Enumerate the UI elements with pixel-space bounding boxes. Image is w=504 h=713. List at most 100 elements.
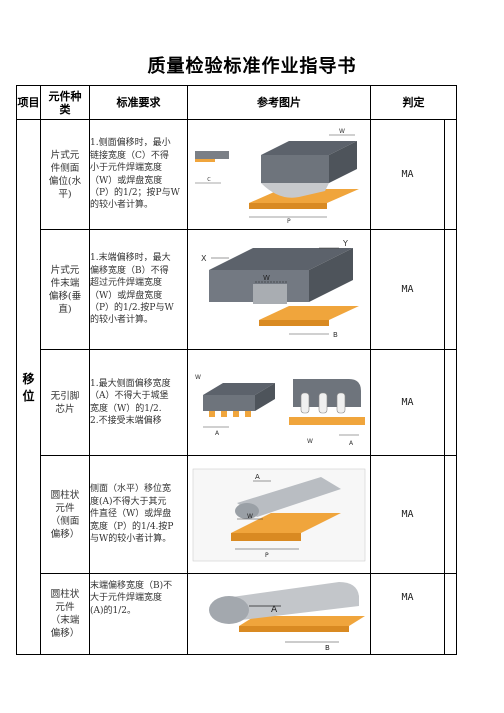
type-line: 偏移(垂 [48,290,82,302]
table-row: 移位 片式元 件侧面 偏位(水 平) 1.侧面偏移时，最小 链接宽度（C）不得 … [16,119,457,655]
requirement-cell: 侧面（水平）移位宽 度(A)不得大于其元 件直径（W）或焊盘 宽度（P）的1/4… [89,455,188,574]
component-type-cell: 圆柱状 元件 （末端 偏移） [40,573,90,655]
req-line: 与W的较小者计算。 [90,534,172,545]
label-b: B [333,331,338,339]
solder-pad [259,305,359,320]
solder-pad [231,512,341,533]
req-line: 1.侧面偏移时，最小 [90,138,171,149]
req-line: 的较小者计算。 [90,200,154,211]
header-component-type-line: 元件种 [48,89,82,103]
header-row: 项目 元件种 类 标准要求 参考图片 判定 [16,85,457,120]
solder-pad-edge [259,319,329,326]
req-line: 度(A)不得大于其元 [90,496,167,507]
reference-image-cell: A B [187,573,371,655]
castellation-pad [245,410,251,417]
verdict-extra-cell [444,573,457,655]
req-line: （P）的1/2；按P与W [90,187,180,198]
type-line: 偏位(水 [48,175,82,187]
type-line: 偏移） [50,628,80,639]
chip-side [309,247,353,302]
req-line: 小于元件焊端宽度 [90,163,163,174]
verdict-extra-cell [444,455,457,574]
type-line: 元件 [55,502,75,514]
label-a: A [215,430,220,437]
verdict-extra-cell [444,119,457,230]
table-row: 圆柱状 元件 （侧面 偏移） 侧面（水平）移位宽 度(A)不得大于其元 件直径（… [17,455,457,574]
type-line: 片式元 [50,264,80,276]
type-line: 平) [58,188,72,200]
header-item: 项目 [16,85,41,120]
castellation-pad [233,410,239,417]
label-p: P [287,218,291,225]
verdict-cell: MA [370,455,445,574]
cylinder-body [225,582,359,622]
solder-pad-edge [249,202,327,209]
type-line: 元件 [55,602,75,613]
req-line: （P）的1/2.按P与W [90,302,174,313]
castellation [336,392,346,413]
header-component-type-line: 类 [59,102,71,116]
req-line: 侧面（水平）移位宽 [90,484,172,495]
chip-front [261,154,329,183]
reference-image-cell: W A A W [187,349,371,456]
requirement-cell: 1.侧面偏移时，最小 链接宽度（C）不得 小于元件焊端宽度 （W）或焊盘宽度 （… [89,119,188,230]
type-line: 偏移） [50,528,80,540]
header-verdict: 判定 [370,85,457,120]
category-cell: 移位 [16,119,41,655]
requirement-cell: 末端偏移宽度（B)不 大于元件焊端宽度 (A)的1/2。 [89,573,188,655]
type-line: 圆柱状 [50,589,80,600]
req-line: 偏移宽度（B）不得 [90,265,169,276]
component-type-cell: 圆柱状 元件 （侧面 偏移） [40,455,90,574]
package-top [203,382,275,395]
reference-image-cell: C W P [187,119,371,230]
verdict-extra-cell [444,229,457,350]
label-x: X [201,254,207,263]
header-standard: 标准要求 [89,85,188,120]
solder-pad-edge [239,626,349,632]
component-type-cell: 无引脚 芯片 [40,349,90,456]
label-p: P [265,552,269,559]
req-line: 1.末端偏移时，最大 [90,253,171,264]
table-row: 片式元 件末端 偏移(垂 直) 1.末端偏移时，最大 偏移宽度（B）不得 超过元… [17,229,457,350]
closeup-pad [289,416,365,425]
castellation-pad [221,410,227,417]
chip-top [261,140,357,155]
verdict-extra-cell [444,349,457,456]
label-y: Y [342,239,348,248]
req-line: (A)的1/2。 [90,605,137,616]
label-w: W [247,513,253,520]
label-w-closeup: W [307,438,313,445]
cylinder-end-offset-illustration: A B [209,582,365,652]
chip-top [209,247,353,270]
verdict-cell: MA [370,119,445,230]
castellation [300,392,310,413]
leadless-chip-illustration: W A A W [195,374,365,447]
req-line: （A）不得大于城堡 [90,391,169,402]
type-line: 件侧面 [50,162,80,174]
req-line: 件直径（W）或焊盘 [90,509,172,520]
cylinder-body [237,476,341,517]
table-row: 无引脚 芯片 1.最大侧面偏移宽度 （A）不得大于城堡 宽度（W）的1/2. 2… [17,349,457,456]
label-a: A [255,473,260,481]
req-line: 2.不接受末端偏移 [90,415,162,426]
end-termination [253,283,287,304]
type-line: 无引脚 [50,390,80,402]
label-a: A [271,605,278,615]
label-w: W [263,274,270,282]
page-title: 质量检验标准作业指导书 [147,56,357,77]
type-line: 直) [58,303,72,315]
component-type-cell: 片式元 件末端 偏移(垂 直) [40,229,90,350]
type-line: 片式元 [50,149,80,161]
verdict-cell: MA [370,349,445,456]
solder-pad-edge [231,532,301,541]
solder-pad [239,616,365,626]
label-w: W [195,374,201,381]
req-line: 链接宽度（C）不得 [90,150,169,161]
package-side [255,382,275,411]
header-component-type: 元件种 类 [40,85,90,120]
verdict-cell: MA [370,573,445,655]
cylinder-end [209,596,249,624]
inspection-table: 项目 元件种 类 标准要求 参考图片 判定 移位 片式元 件侧面 偏位(水 平)… [16,85,457,655]
req-line: （W）或焊盘宽度 [90,290,163,301]
req-line: 1.最大侧面偏移宽度 [90,378,171,389]
